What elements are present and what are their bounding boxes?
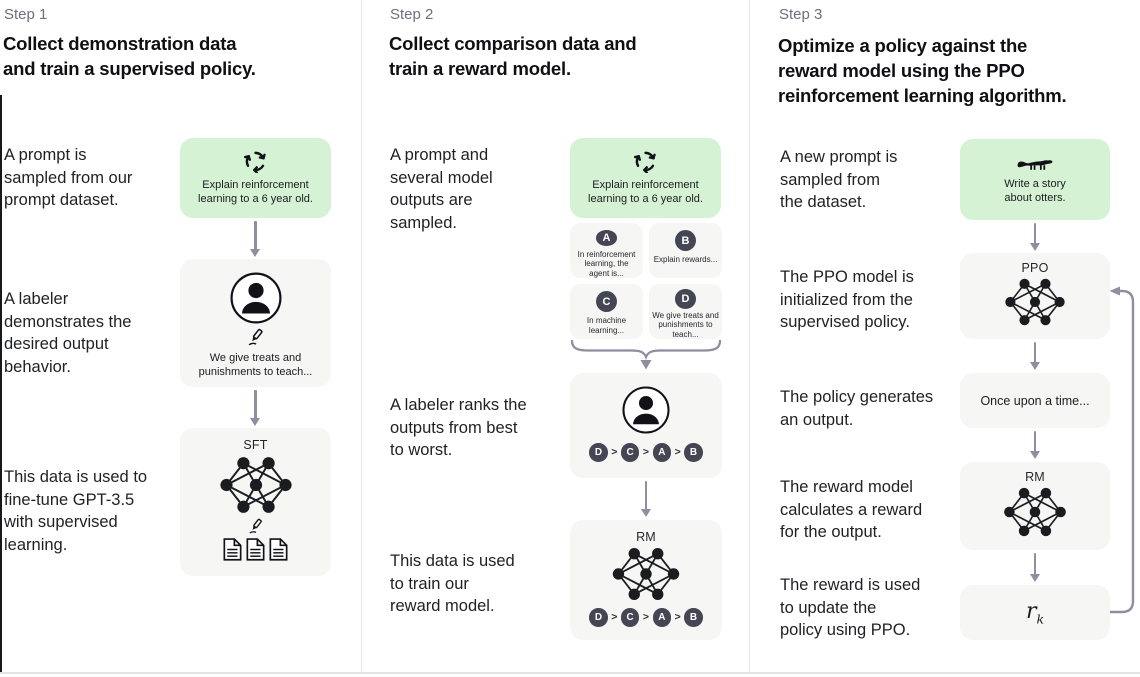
step1-labeler-box: We give treats and punishments to teach.… xyxy=(180,259,331,387)
step3-caption-ppo-init: The PPO model is initialized from the su… xyxy=(780,268,914,331)
arrow-down-icon xyxy=(1029,431,1041,459)
reward-symbol: rk xyxy=(1025,598,1045,627)
output-card-a: A In reinforcement learning, the agent i… xyxy=(570,223,643,278)
rank-badge: C xyxy=(620,608,640,627)
step3-prompt-box: Write a story about otters. xyxy=(960,139,1110,220)
step2-caption-ranks: A labeler ranks the outputs from best to… xyxy=(390,396,527,459)
arrow-down-icon xyxy=(250,221,261,257)
otter-icon xyxy=(1017,160,1053,171)
pencil-icon xyxy=(248,328,264,346)
step3-label: Step 3 xyxy=(779,6,823,23)
letter-badge: B xyxy=(675,230,696,251)
cycle-icon xyxy=(244,150,267,173)
output-card-c: C In machine learning... xyxy=(570,284,643,339)
rank-separator: > xyxy=(642,611,650,624)
step3-prompt-text: Write a story about otters. xyxy=(1004,178,1066,204)
network-icon xyxy=(1004,277,1066,327)
ranking-row: D > C > A > B xyxy=(589,443,703,462)
rank-separator: > xyxy=(611,611,618,624)
rank-badge: C xyxy=(620,443,640,462)
step2-prompt-box: Explain reinforcement learning to a 6 ye… xyxy=(570,138,721,218)
letter-badge: A xyxy=(596,230,617,246)
rank-badge: B xyxy=(684,443,703,462)
step2-title: Collect comparison data and train a rewa… xyxy=(389,33,637,79)
rank-badge: D xyxy=(589,608,608,627)
rank-separator: > xyxy=(674,446,681,459)
output-card-b-text: Explain rewards... xyxy=(653,255,718,264)
step3-title: Optimize a policy against the reward mod… xyxy=(778,35,1067,106)
step2-labeler-box: D > C > A > B xyxy=(570,373,722,478)
rank-separator: > xyxy=(642,446,650,459)
pencil-icon xyxy=(249,518,263,534)
step3-output-text: Once upon a time... xyxy=(980,393,1090,408)
step1-demo-text: We give treats and punishments to teach.… xyxy=(198,352,313,378)
brace-arrow-icon xyxy=(570,339,722,370)
bottom-border-line xyxy=(0,672,1140,674)
arrow-down-icon xyxy=(250,390,261,426)
output-card-b: B Explain rewards... xyxy=(649,223,722,278)
step3-ppo-box: PPO xyxy=(960,253,1110,339)
step1-caption-finetune: This data is used to fine-tune GPT-3.5 w… xyxy=(4,468,148,554)
step1-caption-labeler: A labeler demonstrates the desired outpu… xyxy=(4,290,132,376)
step2-caption-sampled: A prompt and several model outputs are s… xyxy=(390,146,493,232)
left-border-line xyxy=(0,95,2,672)
step3-caption-reward-calc: The reward model calculates a reward for… xyxy=(780,478,923,541)
step1-prompt-text: Explain reinforcement learning to a 6 ye… xyxy=(198,179,313,205)
letter-badge: C xyxy=(596,291,617,312)
output-card-d-text: We give treats and punishments to teach.… xyxy=(652,310,719,339)
arrow-down-icon xyxy=(1029,223,1041,251)
column-divider-2 xyxy=(749,0,750,674)
step1-caption-prompt: A prompt is sampled from our prompt data… xyxy=(4,146,133,209)
step2-label: Step 2 xyxy=(390,6,434,23)
step1-label: Step 1 xyxy=(4,6,48,23)
column-divider-1 xyxy=(361,0,362,674)
person-icon xyxy=(230,272,281,324)
step1-prompt-box: Explain reinforcement learning to a 6 ye… xyxy=(180,138,331,218)
network-icon xyxy=(218,456,293,514)
arrow-down-icon xyxy=(1029,342,1041,370)
documents-icon xyxy=(223,538,288,561)
output-card-a-text: In reinforcement learning, the agent is.… xyxy=(577,249,636,278)
person-icon xyxy=(622,386,670,434)
output-card-d: D We give treats and punishments to teac… xyxy=(649,284,722,339)
rank-badge: D xyxy=(589,443,608,462)
rm-label: RM xyxy=(1025,470,1045,484)
ppo-label: PPO xyxy=(1021,261,1049,275)
letter-badge: D xyxy=(675,289,696,309)
arrow-down-icon xyxy=(640,481,652,517)
rank-badge: A xyxy=(652,608,672,627)
cycle-icon xyxy=(634,150,657,173)
step1-sft-box: SFT xyxy=(180,428,331,576)
step3-caption-new-prompt: A new prompt is sampled from the dataset… xyxy=(780,148,898,211)
rank-separator: > xyxy=(674,611,681,624)
rank-badge: B xyxy=(684,608,703,627)
step2-prompt-text: Explain reinforcement learning to a 6 ye… xyxy=(588,179,703,205)
network-icon xyxy=(611,547,681,601)
step3-reward-box: rk xyxy=(960,585,1110,640)
step2-caption-train: This data is used to train our reward mo… xyxy=(390,552,515,615)
rank-badge: A xyxy=(652,443,672,462)
step3-caption-generates: The policy generates an output. xyxy=(780,388,934,429)
ranking-row: D > C > A > B xyxy=(589,608,703,627)
step1-title: Collect demonstration data and train a s… xyxy=(3,33,256,79)
sft-label: SFT xyxy=(243,438,268,452)
arrow-down-icon xyxy=(1029,553,1041,582)
rank-separator: > xyxy=(611,446,618,459)
feedback-loop-arrow-icon xyxy=(1109,286,1135,614)
output-card-c-text: In machine learning... xyxy=(586,316,627,335)
network-icon xyxy=(1003,487,1067,537)
step3-caption-update: The reward is used to update the policy … xyxy=(780,576,921,639)
rm-label: RM xyxy=(636,530,656,544)
step2-rm-box: RM D > C > A > B xyxy=(570,520,722,640)
step3-output-box: Once upon a time... xyxy=(960,373,1110,428)
step3-rm-box: RM xyxy=(960,462,1110,550)
